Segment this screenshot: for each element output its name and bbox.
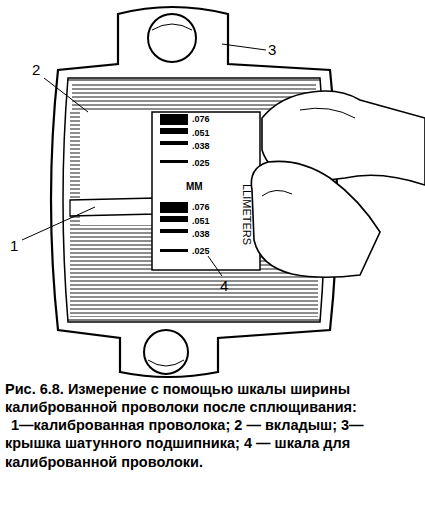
scale-value: .076	[192, 115, 210, 124]
callout-number: 4	[220, 278, 228, 293]
scale-value: .038	[192, 142, 210, 151]
figure-caption: Рис. 6.8. Измерение с помощью шкалы шири…	[5, 380, 417, 416]
scale-value: .025	[192, 247, 210, 256]
caption-legend: 1—калиброванная проволока; 2 — вкладыш; …	[5, 416, 417, 470]
flattened-wire	[70, 198, 156, 216]
scale-value: .051	[192, 217, 210, 226]
scale-bars	[160, 114, 188, 252]
callout-number: 3	[268, 42, 276, 57]
scale-value: .025	[192, 159, 210, 168]
scale-value: .038	[192, 230, 210, 239]
scale-card	[152, 112, 260, 270]
scale-unit-text: LLIMETERS	[241, 184, 252, 245]
callout-number: 1	[10, 238, 18, 253]
callout-number: 2	[32, 62, 40, 77]
scale-value: .076	[192, 203, 210, 212]
scale-value: MM	[186, 182, 203, 192]
bolt-hole	[144, 330, 188, 374]
scale-value: .051	[192, 129, 210, 138]
hand-thumb	[251, 161, 380, 277]
bolt-hole	[148, 14, 196, 62]
scale-card: .076.051.038.025MM.076.051.038.025LLIMET…	[152, 112, 260, 270]
leader-line	[22, 44, 266, 276]
